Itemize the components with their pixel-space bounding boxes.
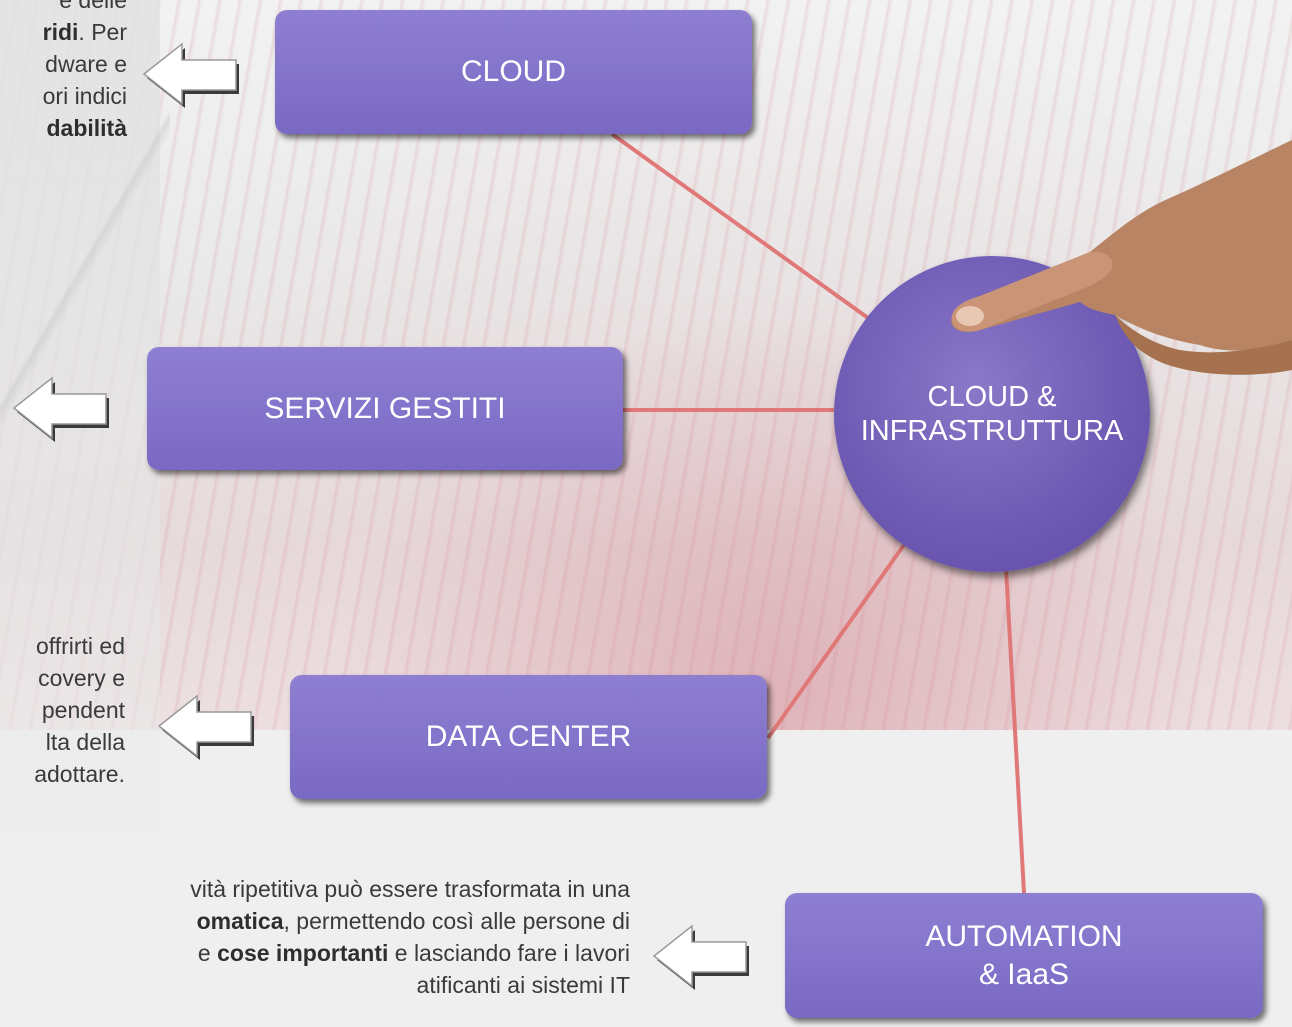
left-arrow-icon[interactable] xyxy=(155,690,257,762)
text-line: vità ripetitiva può essere trasformata i… xyxy=(190,876,630,902)
text-line: e cose importanti e lasciando fare i lav… xyxy=(197,940,630,966)
left-arrow-icon[interactable] xyxy=(650,920,752,992)
data-center-node-label: DATA CENTER xyxy=(425,720,632,753)
text-line: lta della xyxy=(45,729,125,755)
automation-node-label: AUTOMATION & IaaS xyxy=(925,919,1123,991)
text-line: offrirti ed xyxy=(35,633,125,659)
text-line: atificanti ai sistemi IT xyxy=(416,972,630,998)
connector-data-center xyxy=(766,540,908,740)
left-arrow-icon[interactable] xyxy=(10,372,112,444)
text-block-cloud: e delle ridi. Per dware e ori indici dab… xyxy=(43,0,127,144)
servizi-gestiti-node[interactable]: SERVIZI GESTITI xyxy=(147,347,623,470)
text-block-data-center: offrirti ed covery e pendent lta della a… xyxy=(34,630,125,790)
connector-cloud xyxy=(610,132,870,320)
text-line: adottare. xyxy=(34,761,125,787)
text-line: e delle xyxy=(59,0,127,13)
automation-node[interactable]: AUTOMATION & IaaS xyxy=(785,893,1263,1018)
connector-automation xyxy=(1004,567,1026,894)
text-line: ridi. Per xyxy=(42,19,127,45)
cloud-node-label: CLOUD xyxy=(460,55,566,88)
background-diagonal xyxy=(0,0,170,600)
text-line: pendent xyxy=(41,697,125,723)
text-line: dware e xyxy=(45,51,127,77)
text-line: dabilità xyxy=(46,115,127,141)
pointing-hand-icon xyxy=(951,140,1292,375)
hub-node-label: CLOUD & INFRASTRUTTURA xyxy=(860,381,1124,447)
cloud-node[interactable]: CLOUD xyxy=(275,10,752,134)
servizi-gestiti-node-label: SERVIZI GESTITI xyxy=(264,391,506,425)
text-line: omatica, permettendo così alle persone d… xyxy=(196,908,630,934)
data-center-node[interactable]: DATA CENTER xyxy=(290,675,767,799)
text-line: covery e xyxy=(38,665,125,691)
text-line: ori indici xyxy=(42,83,127,109)
text-block-automation: vità ripetitiva può essere trasformata i… xyxy=(0,873,630,1001)
left-arrow-icon[interactable] xyxy=(140,38,242,110)
